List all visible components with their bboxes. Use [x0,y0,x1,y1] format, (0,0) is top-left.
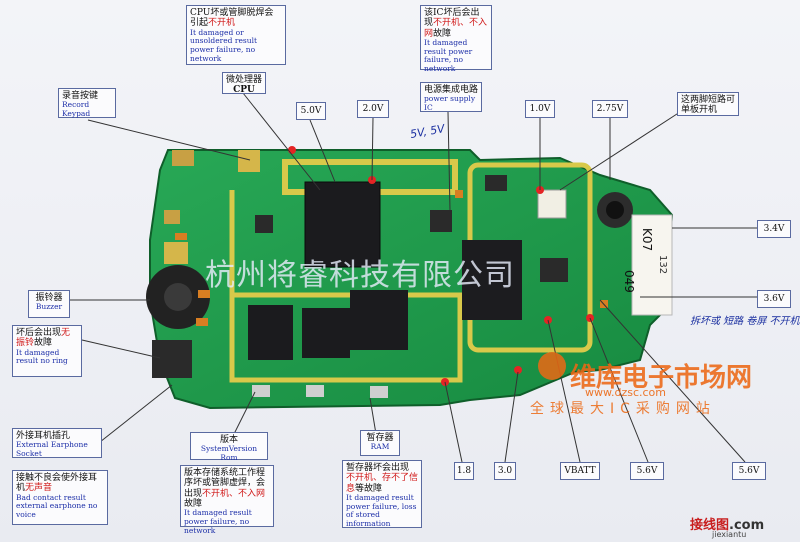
brand-url: www.dzsc.com [585,386,667,399]
rom-damage-label: 版本存储系统工作程序坏或管脚虚焊，会出现不开机、不入网故障 It damaged… [180,465,274,534]
buzzer-label: 振铃器 Buzzer [28,290,70,318]
voltage-3-4v: 3.4V [757,220,791,238]
ram-label: 暂存器 RAM [360,430,400,456]
cpu-label: 微处理器 CPU [222,72,266,95]
voltage-1-8: 1.8 [454,462,474,480]
rom-label: 版本 SystemVersion Rom [190,432,268,462]
voltage-3-0: 3.0 [494,462,516,480]
lcd-mark-3: 132 [657,255,668,274]
record-key-label: 录音按键 Record Keypad [58,88,116,118]
voltage-5-6v-a: 5.6V [630,462,664,480]
handwritten-right: 拆坏或 短路 卷屏 不开机 [690,316,800,327]
lcd-mark: K07 [640,228,654,251]
brand-watermark: 维库电子市场网 [570,363,753,393]
no-ring-label: 坏后会出现无振铃故障 It damaged result no ring [12,325,82,377]
corner-url: jiexiantu [712,530,747,539]
voltage-5-6v-b: 5.6V [732,462,766,480]
bad-contact-label: 接触不良会使外接耳机无声音 Bad contact result externa… [12,470,108,525]
corner-watermark: 接线图.com [690,518,765,533]
ic-damage-label: 该IC坏后会出现不开机、不入网故障 It damaged result powe… [420,5,492,73]
company-watermark: 杭州将睿科技有限公司 [205,258,515,293]
earphone-socket-label: 外接耳机插孔 External Earphone Socket [12,428,102,458]
voltage-vbatt: VBATT [560,462,600,480]
lcd-mark-2: 049 [622,270,636,293]
voltage-2-75v: 2.75V [592,100,628,118]
voltage-3-6v: 3.6V [757,290,791,308]
brand-logo [538,352,566,380]
short-pins-label: 这两脚短路可单板开机 [677,92,739,116]
voltage-5v: 5.0V [296,102,326,120]
cpu-pins-label: CPU坏或管脚脱焊会引起不开机 It damaged or unsoldered… [186,5,286,65]
voltage-2v: 2.0V [357,100,389,118]
voltage-1v: 1.0V [525,100,555,118]
brand-sub: 全球最大IC采购网站 [530,401,716,417]
ram-damage-label: 暂存器坏会出现不开机、存不了信息等故障 It damaged result po… [342,460,422,528]
power-ic-label: 电源集成电路 power supply IC [420,82,482,112]
